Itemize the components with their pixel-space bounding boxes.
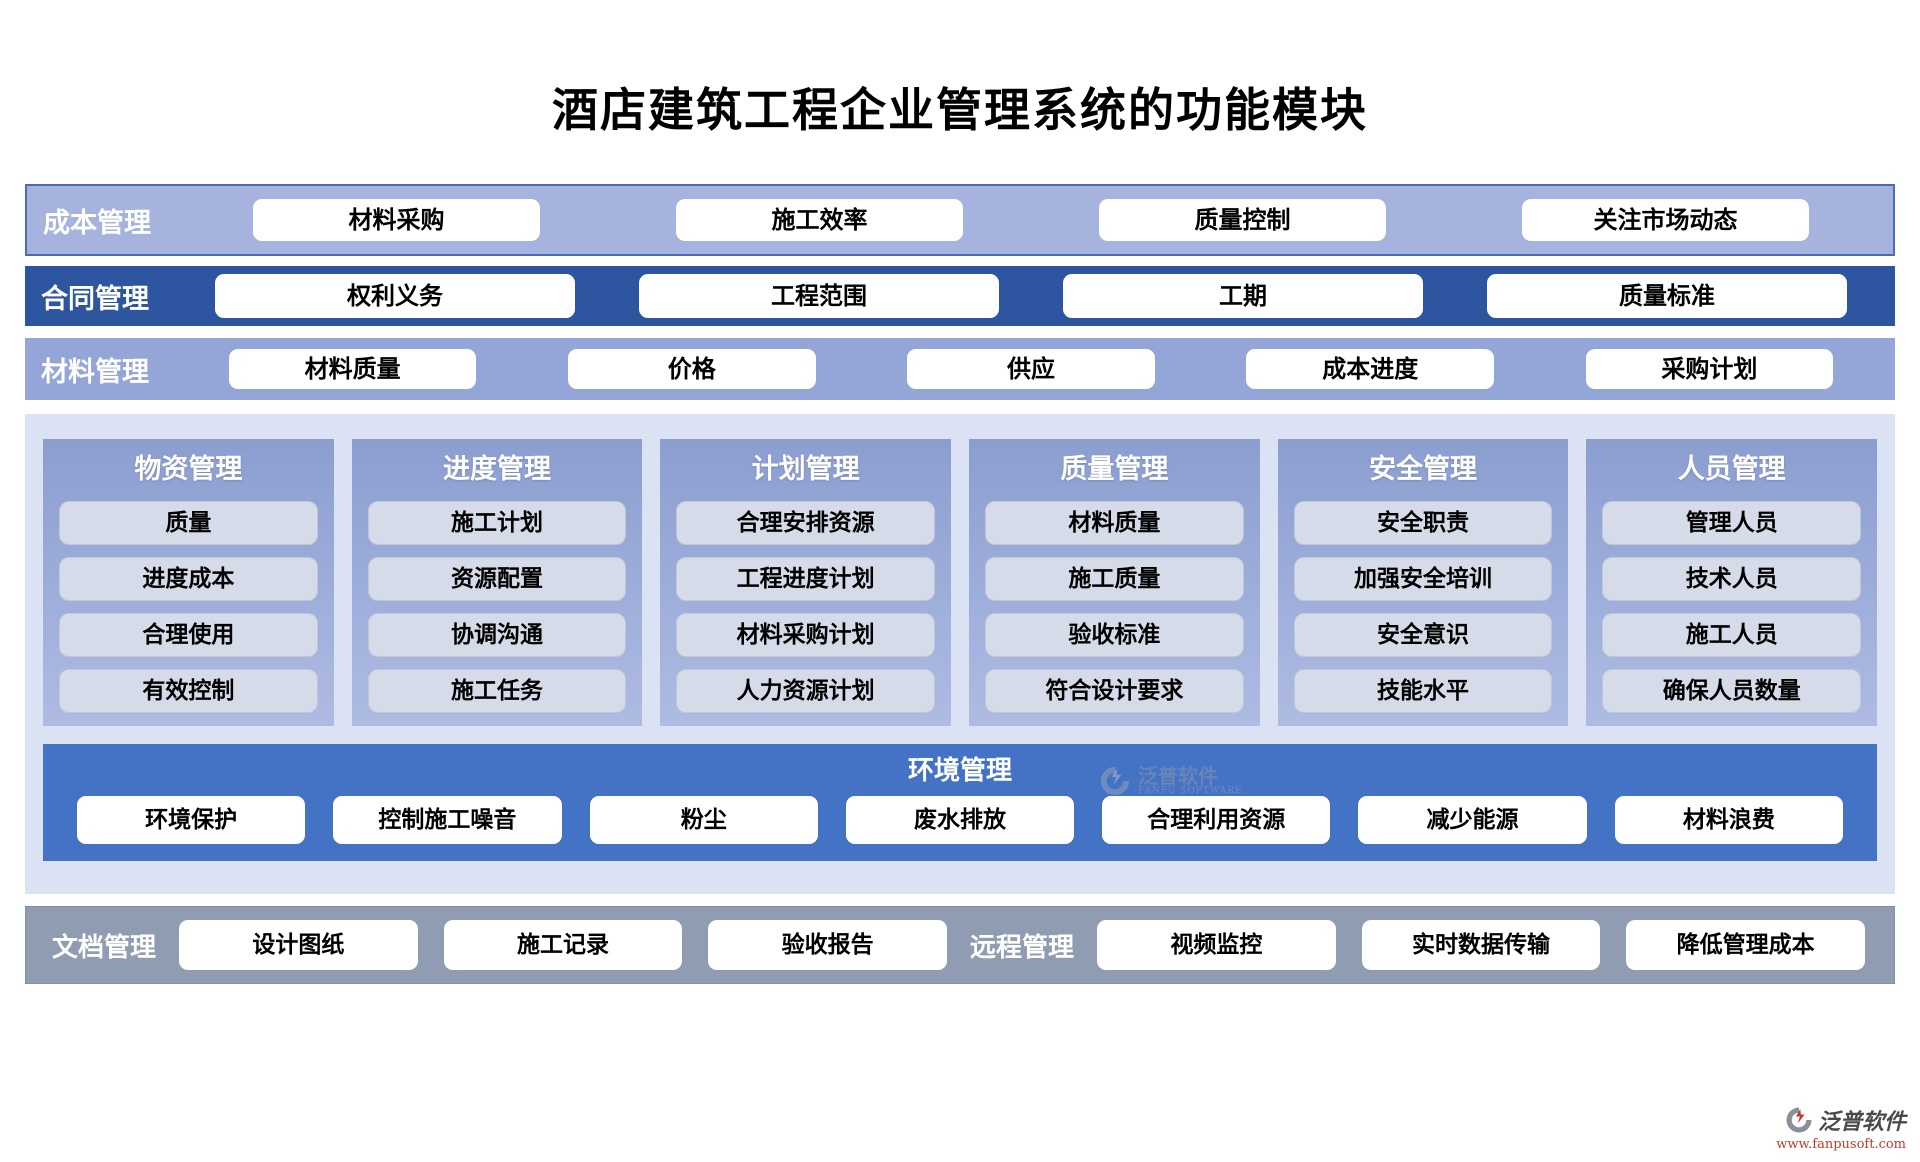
contract-management-row: 合同管理 权利义务 工程范围 工期 质量标准 <box>25 266 1895 326</box>
cell: 质量控制 <box>1031 199 1454 241</box>
feature-button[interactable]: 工程进度计划 <box>676 557 936 601</box>
remote-management-label: 远程管理 <box>969 932 1074 963</box>
duration-button[interactable]: 工期 <box>1062 274 1424 318</box>
panel-safety-management: 安全管理 安全职责 加强安全培训 安全意识 技能水平 <box>1277 439 1569 726</box>
watermark-brand: 泛普软件 <box>1817 1109 1906 1135</box>
material-quality-button[interactable]: 材料质量 <box>228 349 477 389</box>
feature-button[interactable]: 施工质量 <box>985 557 1244 601</box>
diagram-page: 酒店建筑工程企业管理系统的功能模块 成本管理 材料采购 施工效率 质量控制 关注… <box>0 82 1920 1162</box>
panel-title: 物资管理 <box>134 454 243 485</box>
material-waste-button[interactable]: 材料浪费 <box>1614 796 1843 844</box>
watermark-url: www.fanpusoft.com <box>1776 1137 1906 1152</box>
rights-obligations-button[interactable]: 权利义务 <box>214 274 576 318</box>
feature-button[interactable]: 技能水平 <box>1293 669 1553 713</box>
panel-plan-management: 计划管理 合理安排资源 工程进度计划 材料采购计划 人力资源计划 <box>660 439 952 726</box>
material-management-label: 材料管理 <box>41 356 149 388</box>
page-title: 酒店建筑工程企业管理系统的功能模块 <box>552 83 1368 137</box>
video-monitoring-button[interactable]: 视频监控 <box>1097 920 1336 970</box>
procurement-plan-button[interactable]: 采购计划 <box>1585 349 1834 389</box>
cell: 施工效率 <box>608 199 1031 241</box>
feature-button[interactable]: 合理使用 <box>59 613 318 657</box>
middle-section: 物资管理 质量 进度成本 合理使用 有效控制 进度管理 施工计划 资源配置 协调… <box>25 414 1895 894</box>
feature-button[interactable]: 管理人员 <box>1602 501 1862 545</box>
quality-standard-button[interactable]: 质量标准 <box>1486 274 1848 318</box>
cost-management-row: 成本管理 材料采购 施工效率 质量控制 关注市场动态 <box>25 184 1895 256</box>
feature-button[interactable]: 施工人员 <box>1602 613 1862 657</box>
material-management-row: 材料管理 材料质量 价格 供应 成本进度 采购计划 <box>25 338 1895 400</box>
panel-title: 人员管理 <box>1677 454 1786 485</box>
cell: 供应 <box>861 349 1200 389</box>
panel-title: 进度管理 <box>443 454 551 485</box>
feature-button[interactable]: 有效控制 <box>59 669 318 713</box>
feature-button[interactable]: 进度成本 <box>59 557 318 601</box>
project-scope-button[interactable]: 工程范围 <box>638 274 1000 318</box>
feature-button[interactable]: 资源配置 <box>367 557 627 601</box>
feature-button[interactable]: 安全意识 <box>1293 613 1553 657</box>
cell: 工期 <box>1031 274 1455 318</box>
panel-quality-management: 质量管理 材料质量 施工质量 验收标准 符合设计要求 <box>969 439 1260 726</box>
cell: 价格 <box>522 349 861 389</box>
panel-progress-management: 进度管理 施工计划 资源配置 协调沟通 施工任务 <box>351 439 643 726</box>
feature-button[interactable]: 合理安排资源 <box>676 501 936 545</box>
resource-utilization-button[interactable]: 合理利用资源 <box>1102 796 1331 844</box>
panel-personnel-management: 人员管理 管理人员 技术人员 施工人员 确保人员数量 <box>1586 439 1878 726</box>
document-management-label: 文档管理 <box>52 932 157 963</box>
price-button[interactable]: 价格 <box>568 349 816 389</box>
feature-button[interactable]: 材料采购计划 <box>676 613 936 657</box>
cell: 关注市场动态 <box>1454 199 1877 241</box>
environment-management-banner: 环境管理 环境保护 控制施工噪音 粉尘 废水排放 合理利用资源 减少能源 材料浪… <box>43 744 1877 861</box>
feature-button[interactable]: 协调沟通 <box>367 613 627 657</box>
construction-efficiency-button[interactable]: 施工效率 <box>675 199 964 241</box>
environment-management-label: 环境管理 <box>907 756 1012 786</box>
dust-button[interactable]: 粉尘 <box>589 796 818 844</box>
panel-goods-management: 物资管理 质量 进度成本 合理使用 有效控制 <box>43 439 334 726</box>
quality-control-button[interactable]: 质量控制 <box>1098 199 1387 241</box>
contract-management-label: 合同管理 <box>41 283 149 315</box>
fanpu-logo-icon <box>1786 1107 1812 1133</box>
cell: 材料采购 <box>185 199 608 241</box>
supply-button[interactable]: 供应 <box>907 349 1155 389</box>
feature-button[interactable]: 人力资源计划 <box>676 669 936 713</box>
reduce-cost-button[interactable]: 降低管理成本 <box>1626 920 1865 970</box>
cell: 采购计划 <box>1540 349 1879 389</box>
cell: 工程范围 <box>607 274 1031 318</box>
cell: 成本进度 <box>1201 349 1540 389</box>
cost-management-label: 成本管理 <box>43 207 151 239</box>
feature-button[interactable]: 施工计划 <box>367 501 627 545</box>
realtime-data-button[interactable]: 实时数据传输 <box>1361 920 1601 970</box>
market-trends-button[interactable]: 关注市场动态 <box>1521 199 1810 241</box>
feature-button[interactable]: 质量 <box>59 501 318 545</box>
module-columns: 物资管理 质量 进度成本 合理使用 有效控制 进度管理 施工计划 资源配置 协调… <box>43 439 1878 726</box>
material-procurement-button[interactable]: 材料采购 <box>252 199 541 241</box>
construction-records-button[interactable]: 施工记录 <box>443 920 683 970</box>
feature-button[interactable]: 安全职责 <box>1293 501 1553 545</box>
panel-title: 安全管理 <box>1369 454 1478 485</box>
cell: 质量标准 <box>1455 274 1879 318</box>
feature-button[interactable]: 符合设计要求 <box>985 669 1244 713</box>
noise-control-button[interactable]: 控制施工噪音 <box>333 796 562 844</box>
environment-protection-button[interactable]: 环境保护 <box>77 796 306 844</box>
contract-management-items: 权利义务 工程范围 工期 质量标准 <box>183 266 1895 326</box>
feature-button[interactable]: 确保人员数量 <box>1602 669 1862 713</box>
feature-button[interactable]: 验收标准 <box>985 613 1244 657</box>
feature-button[interactable]: 施工任务 <box>367 669 627 713</box>
bottom-row: 文档管理 设计图纸 施工记录 验收报告 远程管理 视频监控 实时数据传输 降低管… <box>25 906 1895 984</box>
feature-button[interactable]: 技术人员 <box>1602 557 1862 601</box>
corner-watermark: 泛普软件 www.fanpusoft.com <box>1776 1104 1906 1152</box>
cost-progress-button[interactable]: 成本进度 <box>1246 349 1495 389</box>
feature-button[interactable]: 材料质量 <box>985 501 1244 545</box>
cell: 材料质量 <box>183 349 522 389</box>
wastewater-button[interactable]: 废水排放 <box>845 796 1075 844</box>
cell: 权利义务 <box>183 274 607 318</box>
energy-reduction-button[interactable]: 减少能源 <box>1358 796 1587 844</box>
material-management-items: 材料质量 价格 供应 成本进度 采购计划 <box>183 338 1895 400</box>
panel-title: 计划管理 <box>751 454 860 485</box>
cost-management-items: 材料采购 施工效率 质量控制 关注市场动态 <box>185 186 1893 254</box>
design-drawings-button[interactable]: 设计图纸 <box>179 920 418 970</box>
environment-items: 环境保护 控制施工噪音 粉尘 废水排放 合理利用资源 减少能源 材料浪费 <box>63 796 1857 844</box>
feature-button[interactable]: 加强安全培训 <box>1293 557 1553 601</box>
acceptance-report-button[interactable]: 验收报告 <box>708 920 947 970</box>
panel-title: 质量管理 <box>1060 454 1169 485</box>
